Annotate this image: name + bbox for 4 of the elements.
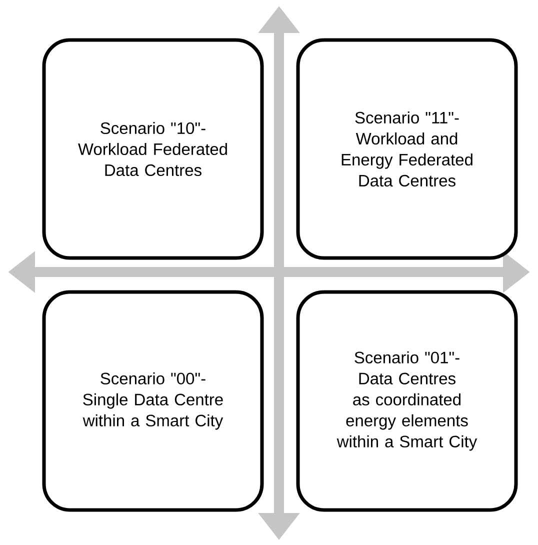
scenario-box: Scenario "01"- Data Centres as coordinated energy elements within a Smart City <box>296 290 518 512</box>
scenario-box: Scenario "11"- Workload and Energy Federated Data Centres <box>296 38 518 260</box>
scenario-box: Scenario "00"- Single Data Centre within a Smart City <box>42 290 264 512</box>
scenario-box: Scenario "10"- Workload Federated Data Centres <box>42 38 264 260</box>
